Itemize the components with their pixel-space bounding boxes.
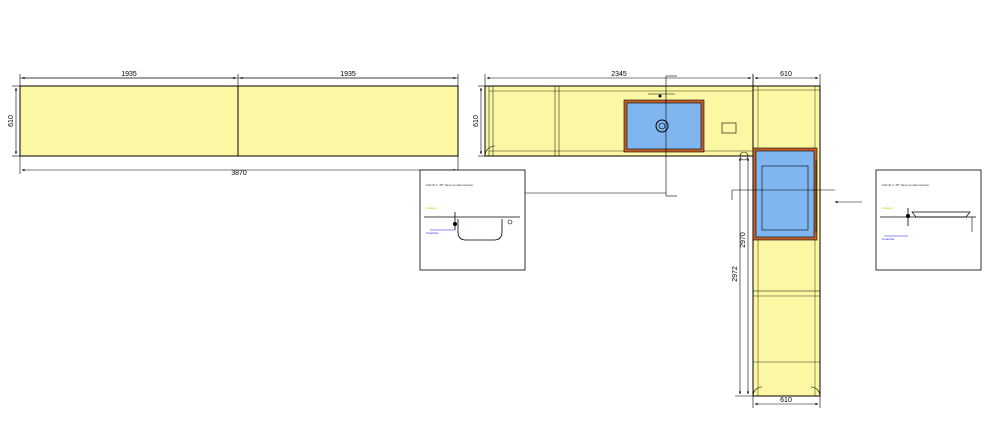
detail-left-sink-icon: [457, 219, 503, 241]
dim-left-depth: 610: [8, 115, 15, 127]
dim-left-segment-1: 1935: [121, 71, 137, 78]
left-dimensions: 1935 1935 3870 610: [8, 71, 459, 177]
sink-drain-icon: [655, 119, 669, 133]
detail-right-note-blue: Unterbau: [882, 237, 895, 241]
left-worktop-panel-1[interactable]: [19, 85, 239, 157]
section-detail-left: Schnitt 1: 35° Fase an allen Kanten Abst…: [419, 169, 666, 271]
dim-left-total: 3870: [231, 170, 247, 177]
dim-right-bottom-width: 610: [780, 397, 792, 404]
detail-left-note-yellow: Abstand: [426, 206, 437, 210]
dim-right-outer-length: 2972: [732, 266, 739, 282]
dim-middle-length: 2345: [611, 71, 627, 78]
left-worktop-panel-2[interactable]: [237, 85, 459, 157]
dim-middle-depth: 610: [473, 115, 480, 127]
right-sink[interactable]: [755, 150, 815, 238]
left-worktop[interactable]: [19, 85, 459, 157]
sink-top[interactable]: [626, 102, 702, 150]
middle-worktop-panel[interactable]: [484, 85, 754, 157]
detail-right-title: Schnitt 2: 35° Fase an allen Kanten: [882, 183, 929, 187]
dim-corner-width: 610: [780, 71, 792, 78]
right-worktop-panel[interactable]: [752, 85, 821, 397]
detail-left-title: Schnitt 1: 35° Fase an allen Kanten: [426, 183, 473, 187]
section-detail-right: Schnitt 2: 35° Fase an allen Kanten Abst…: [875, 169, 982, 271]
middle-worktop[interactable]: [484, 85, 754, 157]
right-dimensions: 610 2970 2972 610: [731, 71, 862, 408]
dim-left-segment-2: 1935: [340, 71, 356, 78]
detail-right-note-yellow: Abstand: [882, 206, 893, 210]
hob-cutout: [721, 122, 737, 134]
right-worktop[interactable]: [739, 85, 821, 397]
detail-right-sink-icon: [911, 211, 971, 218]
dim-right-inner-length: 2970: [740, 232, 747, 248]
detail-left-note-blue: Unterbau: [426, 231, 439, 235]
